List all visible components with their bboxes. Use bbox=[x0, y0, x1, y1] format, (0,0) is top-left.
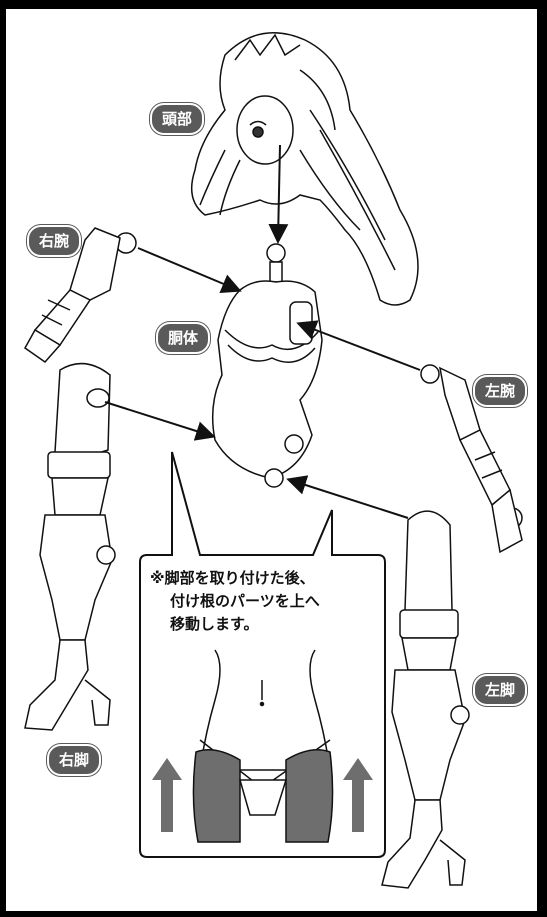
right-leg-part bbox=[24, 362, 116, 731]
left-leg-part bbox=[381, 510, 470, 889]
label-left-leg: 左脚 bbox=[473, 674, 528, 706]
label-right-leg: 右脚 bbox=[47, 744, 102, 776]
left-arm-part bbox=[420, 364, 523, 554]
lower-torso-illustration bbox=[192, 649, 334, 843]
note-line-1: ※脚部を取り付けた後、 bbox=[150, 569, 315, 587]
label-head: 頭部 bbox=[150, 103, 205, 135]
assembly-arrows bbox=[104, 144, 421, 519]
torso-part bbox=[211, 243, 323, 488]
up-arrow-icon bbox=[152, 758, 182, 832]
up-arrow-icon bbox=[343, 758, 373, 832]
note-line-3: 移動します。 bbox=[170, 615, 259, 633]
label-left-arm: 左腕 bbox=[473, 375, 528, 407]
callout-note: ※脚部を取り付けた後、 付け根のパーツを上へ 移動します。 bbox=[150, 567, 380, 636]
head-part bbox=[190, 32, 419, 306]
label-torso: 胴体 bbox=[156, 322, 211, 354]
right-arm-part bbox=[24, 227, 137, 363]
note-line-2: 付け根のパーツを上へ bbox=[170, 592, 320, 610]
label-right-arm: 右腕 bbox=[27, 225, 82, 257]
